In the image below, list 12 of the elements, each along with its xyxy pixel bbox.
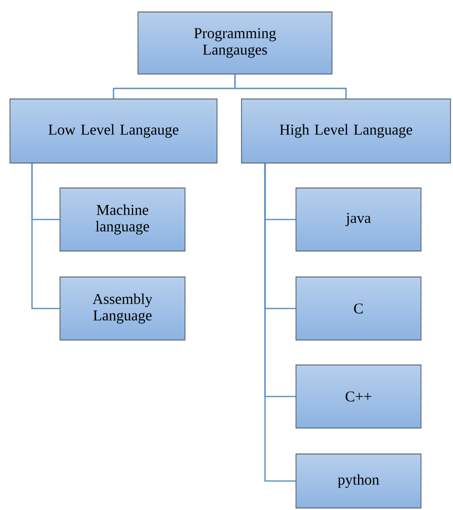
category-box: C++ [296, 364, 422, 428]
category-box: python [296, 454, 422, 508]
category-box: Assembly Language [60, 276, 186, 340]
connector-line [234, 74, 347, 99]
category-box: C [296, 276, 422, 340]
category-box: java [296, 188, 422, 252]
category-box: Programming Langauges [138, 12, 332, 74]
category-box: High Level Language [241, 98, 451, 164]
category-box: Machine language [60, 188, 186, 252]
connector-line [31, 163, 60, 310]
category-box: Low Level Langauge [10, 98, 218, 164]
connector-line [264, 163, 296, 482]
